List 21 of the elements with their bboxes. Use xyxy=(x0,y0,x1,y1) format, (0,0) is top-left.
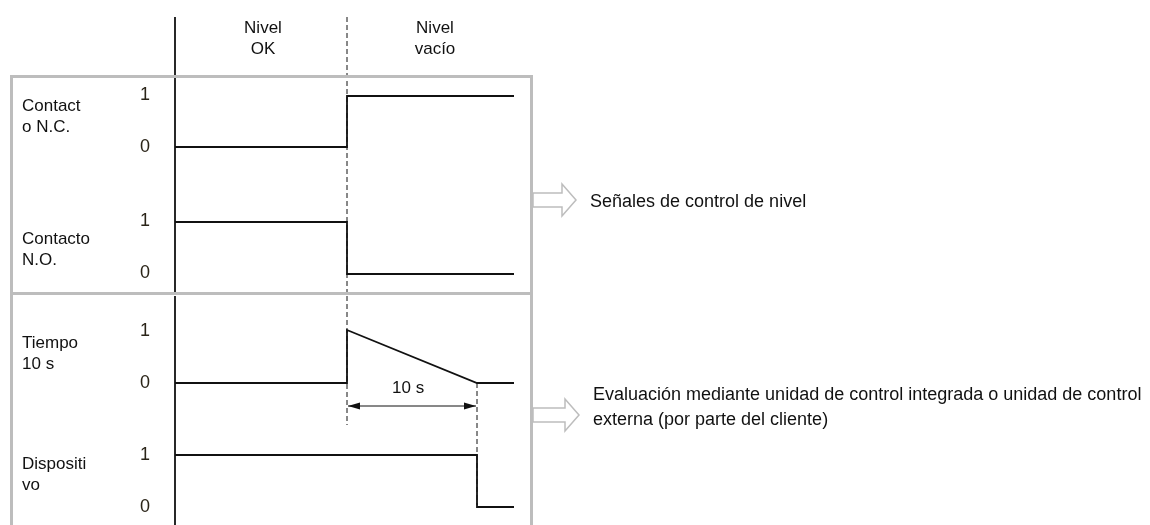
level-value: 0 xyxy=(140,262,150,283)
column-heading: Nivel vacío xyxy=(413,17,457,59)
signal-name: Contact o N.C. xyxy=(22,95,82,137)
column-heading: Nivel OK xyxy=(243,17,283,59)
signal-name: Tiempo 10 s xyxy=(22,332,80,374)
level-value: 0 xyxy=(140,372,150,393)
hollow-arrow xyxy=(532,182,577,218)
level-value: 0 xyxy=(140,496,150,517)
dimension-label: 10 s xyxy=(392,377,425,398)
signal-group-frame xyxy=(10,292,533,525)
level-value: 1 xyxy=(140,84,150,105)
hollow-arrow xyxy=(532,397,580,433)
signal-name: Dispositi vo xyxy=(22,453,84,495)
level-value: 1 xyxy=(140,210,150,231)
level-value: 0 xyxy=(140,136,150,157)
level-value: 1 xyxy=(140,444,150,465)
group-description: Evaluación mediante unidad de control integrada o unidad de control externa (por parte del cliente) xyxy=(593,382,1150,432)
level-value: 1 xyxy=(140,320,150,341)
signal-group-frame xyxy=(10,75,533,295)
signal-name: Contacto N.O. xyxy=(22,228,92,270)
group-description: Señales de control de nivel xyxy=(590,189,990,214)
